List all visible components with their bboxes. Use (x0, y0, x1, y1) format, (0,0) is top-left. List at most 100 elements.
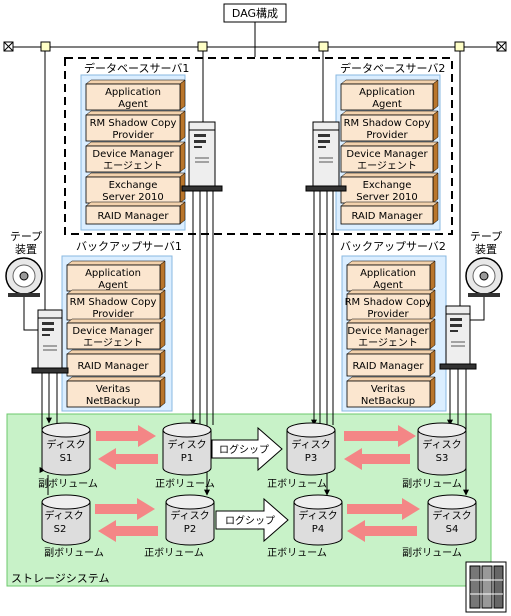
dag-boundary (64, 57, 453, 235)
svg-text:Exchange: Exchange (109, 180, 158, 191)
svg-text:ディスク: ディスク (291, 438, 330, 451)
storage-system-label: ストレージシステム (11, 572, 109, 585)
svg-text:Device Manager: Device Manager (92, 149, 174, 160)
svg-text:S2: S2 (54, 524, 67, 535)
svg-text:RM Shadow Copy: RM Shadow Copy (70, 297, 157, 308)
bk2-component-device-manager-agent: Device Manager エージェント (346, 318, 436, 350)
svg-text:Application: Application (85, 268, 141, 279)
bk1-component-device-manager-agent: Device Manager エージェント (66, 318, 166, 350)
svg-text:Server 2010: Server 2010 (102, 192, 163, 203)
db-server2-label: データベースサーバ2 (340, 61, 445, 75)
svg-text:Exchange: Exchange (363, 180, 412, 191)
svg-text:Agent: Agent (118, 99, 148, 110)
disk-p2-caption: 正ボリューム (144, 547, 204, 559)
disk-p4-caption: 正ボリューム (267, 547, 327, 559)
svg-text:Veritas: Veritas (371, 384, 405, 395)
svg-text:Provider: Provider (112, 130, 154, 141)
svg-text:ディスク: ディスク (44, 509, 83, 522)
tape-left-label-2: 装置 (15, 243, 37, 256)
db2-component-exchange-server: Exchange Server 2010 (340, 172, 439, 204)
tape-right-label-2: 装置 (475, 243, 497, 256)
log-ship-arrow-1: ログシップ (211, 426, 283, 472)
log-ship-arrow-2: ログシップ (215, 497, 289, 543)
bk2-component-raid-manager: RAID Manager (346, 349, 436, 377)
tape-left-cable (23, 297, 38, 331)
bk1-component-application-agent: Application Agent (66, 260, 166, 292)
bus-terminator-right (496, 41, 507, 52)
db1-component-raid-manager: RAID Manager (85, 201, 186, 225)
svg-text:ログシップ: ログシップ (225, 514, 275, 527)
svg-text:Device Manager: Device Manager (72, 326, 154, 337)
svg-text:RAID Manager: RAID Manager (97, 211, 169, 222)
db2-component-application-agent: Application Agent (340, 79, 439, 111)
title-text: DAG構成 (232, 7, 278, 20)
svg-text:ログシップ: ログシップ (219, 443, 269, 456)
db-server2-computer-icon (305, 121, 347, 192)
disk-p2: ディスク P2 (165, 494, 215, 546)
copy-arrow-p1-to-s1 (98, 448, 158, 470)
db1-component-device-manager-agent: Device Manager エージェント (85, 141, 186, 173)
db2-component-device-manager-agent: Device Manager エージェント (340, 141, 439, 173)
tape-device-right-icon (465, 257, 503, 297)
svg-text:P2: P2 (184, 524, 196, 535)
svg-text:Provider: Provider (92, 309, 134, 320)
bk1-component-rm-shadow-copy-provider: RM Shadow Copy Provider (66, 289, 166, 321)
svg-text:P4: P4 (312, 524, 324, 535)
svg-text:RM Shadow Copy: RM Shadow Copy (90, 118, 177, 129)
db1-component-application-agent: Application Agent (85, 79, 186, 111)
svg-text:RAID Manager: RAID Manager (77, 361, 149, 372)
svg-text:P3: P3 (305, 453, 317, 464)
tape-device-left-icon (5, 257, 43, 297)
bk2-component-rm-shadow-copy-provider: RM Shadow Copy Provider (345, 289, 436, 321)
bk1-component-raid-manager: RAID Manager (66, 349, 166, 377)
svg-text:Provider: Provider (367, 309, 409, 320)
disk-s2-caption: 副ボリューム (44, 547, 104, 559)
bk2-component-veritas-netbackup: Veritas NetBackup (346, 376, 436, 408)
copy-arrow-p4-to-s4 (347, 498, 420, 520)
svg-text:ディスク: ディスク (422, 438, 461, 451)
storage-rack-icon (465, 561, 507, 613)
copy-arrow-s3-to-p3 (344, 448, 410, 470)
svg-text:Agent: Agent (98, 280, 128, 291)
disk-p4: ディスク P4 (293, 494, 343, 546)
tape-left-label-1: テープ (10, 230, 42, 243)
svg-text:Application: Application (360, 268, 416, 279)
svg-text:Server 2010: Server 2010 (356, 192, 417, 203)
backup-server1-label: バックアップサーバ1 (76, 240, 182, 253)
svg-text:RAID Manager: RAID Manager (352, 361, 424, 372)
disk-s1-caption: 副ボリューム (38, 478, 98, 490)
disk-s1: ディスク S1 (41, 422, 91, 476)
disk-p3-caption: 正ボリューム (267, 478, 327, 490)
svg-text:Provider: Provider (366, 130, 408, 141)
svg-text:Agent: Agent (372, 99, 402, 110)
svg-text:NetBackup: NetBackup (86, 396, 140, 407)
bk2-component-application-agent: Application Agent (346, 260, 436, 292)
disk-s4: ディスク S4 (427, 494, 477, 546)
backup-server2-label: バックアップサーバ2 (340, 240, 446, 253)
bus-node-4 (454, 41, 465, 52)
svg-text:Veritas: Veritas (96, 384, 130, 395)
svg-text:Application: Application (359, 87, 415, 98)
bus-terminator-left (3, 41, 14, 52)
svg-text:RAID Manager: RAID Manager (351, 211, 423, 222)
db1-component-rm-shadow-copy-provider: RM Shadow Copy Provider (85, 110, 186, 142)
svg-text:Agent: Agent (373, 280, 403, 291)
copy-arrow-s2-to-p2 (95, 498, 155, 520)
svg-text:ディスク: ディスク (298, 509, 337, 522)
disk-s2: ディスク S2 (41, 494, 91, 546)
db-server1-label: データベースサーバ1 (84, 61, 189, 75)
svg-text:Device Manager: Device Manager (347, 326, 429, 337)
disk-p3: ディスク P3 (286, 422, 336, 476)
disk-s4-caption: 副ボリューム (402, 547, 462, 559)
svg-text:エージェント: エージェント (83, 338, 143, 349)
svg-text:S3: S3 (436, 453, 449, 464)
tape-right-label-1: テープ (470, 230, 502, 243)
disk-p1: ディスク P1 (162, 422, 212, 476)
svg-text:NetBackup: NetBackup (361, 396, 415, 407)
svg-text:P1: P1 (181, 453, 193, 464)
tape-right-cable (470, 297, 485, 321)
db2-component-raid-manager: RAID Manager (340, 201, 439, 225)
svg-text:ディスク: ディスク (170, 509, 209, 522)
svg-text:ディスク: ディスク (432, 509, 471, 522)
